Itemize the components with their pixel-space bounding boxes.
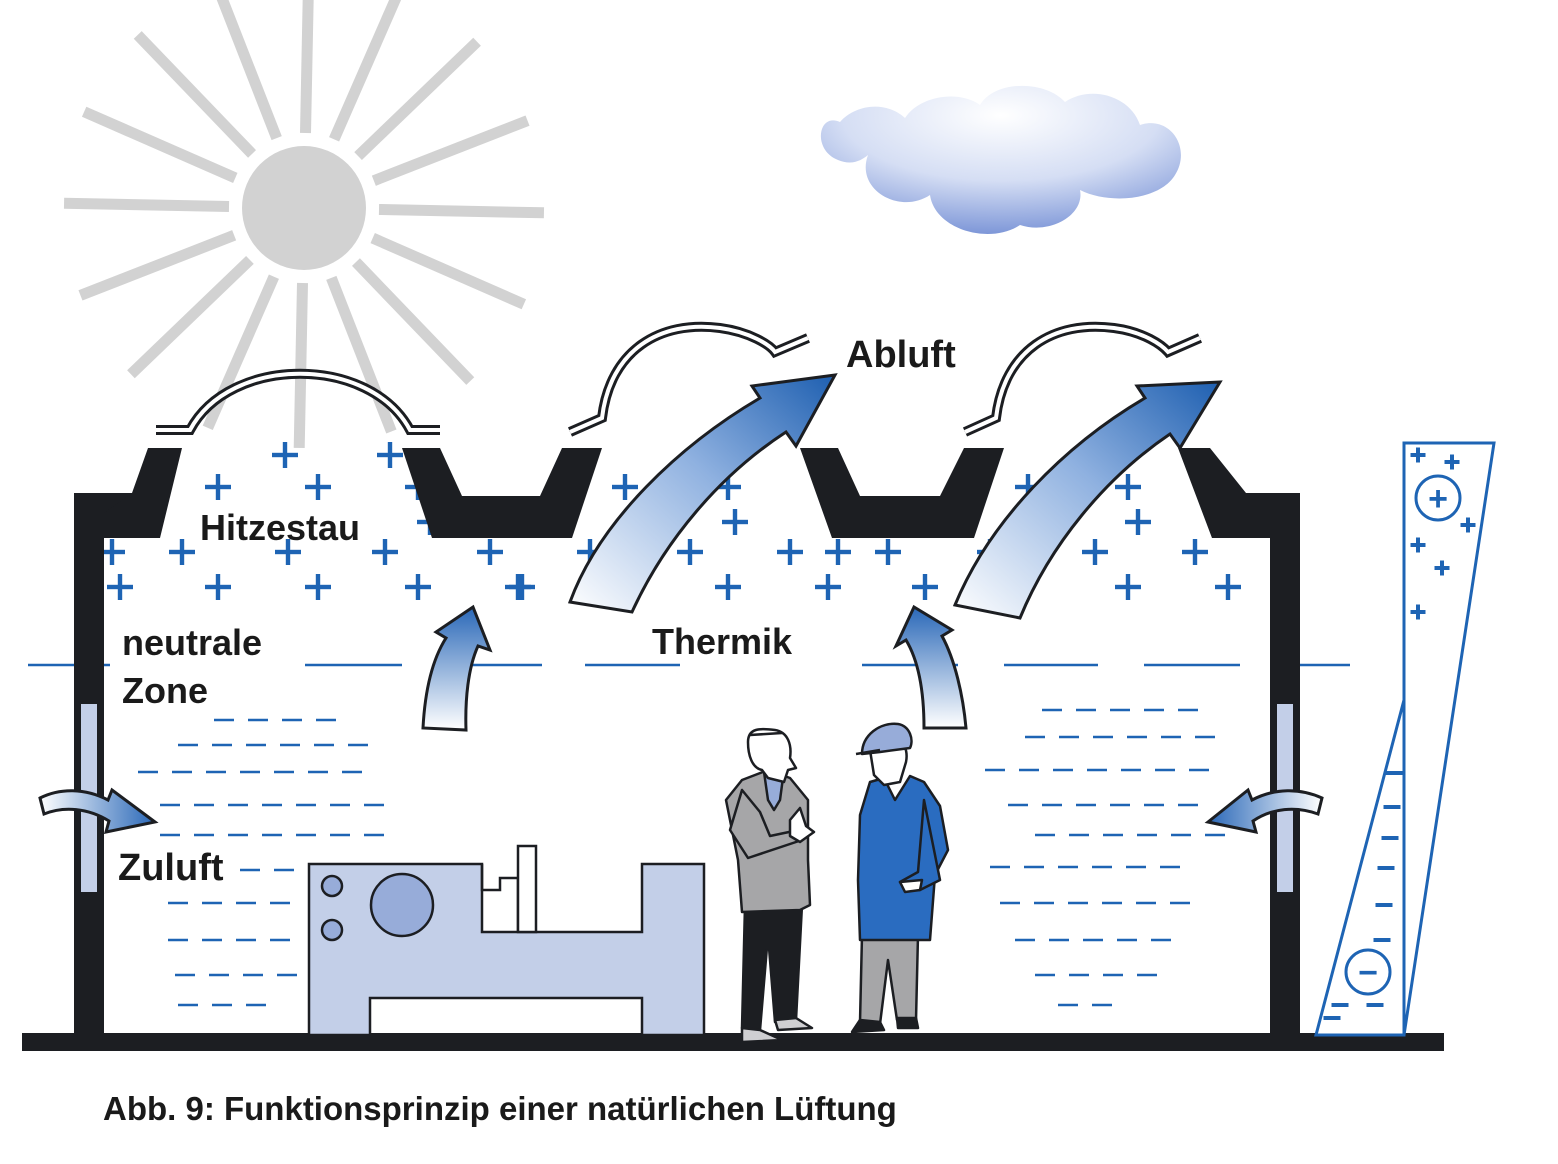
scale-minus <box>1331 1003 1349 1007</box>
plus-symbol: + <box>1428 480 1448 518</box>
minus-circle <box>1344 948 1392 996</box>
sun-ray <box>81 106 238 183</box>
plus-mark <box>305 474 331 500</box>
plus-mark <box>715 574 741 600</box>
plus-mark <box>372 539 398 565</box>
plus-mark <box>107 574 133 600</box>
scale-plus-v <box>1416 604 1420 620</box>
scale-plus-v <box>1440 560 1444 576</box>
scale-minus <box>1381 836 1399 840</box>
scale-plus-v <box>1416 447 1420 463</box>
sun-ray <box>329 0 402 142</box>
plus-mark <box>405 574 431 600</box>
plus-mark <box>677 539 703 565</box>
worker-in-blue-coat <box>850 722 950 1034</box>
label-neutrale: neutrale <box>122 622 262 663</box>
plus-mark <box>205 474 231 500</box>
plus-mark <box>1215 574 1241 600</box>
figure-caption: Abb. 9: Funktionsprinzip einer natürlich… <box>103 1090 897 1127</box>
sun-ray <box>354 37 481 161</box>
negative-pressure-marks <box>138 708 1225 1007</box>
scale-minus <box>1385 771 1403 775</box>
sun-icon <box>63 0 545 449</box>
plus-mark <box>205 574 231 600</box>
plus-mark <box>377 442 403 468</box>
label-hitzestau: Hitzestau <box>200 507 360 548</box>
sun-ray <box>326 275 397 434</box>
minus-symbol: − <box>1358 954 1378 992</box>
label-thermik: Thermik <box>652 621 793 662</box>
plus-mark <box>509 574 535 600</box>
plus-mark <box>1115 474 1141 500</box>
machine <box>307 844 706 1037</box>
scale-plus-v <box>1466 517 1470 533</box>
sun-ray <box>63 197 230 212</box>
person-in-suit <box>724 727 816 1044</box>
scale-minus <box>1377 866 1395 870</box>
sun-ray <box>216 0 282 141</box>
label-abluft: Abluft <box>846 334 956 376</box>
pressure-scale: + − <box>1314 441 1496 1037</box>
plus-mark <box>875 539 901 565</box>
scale-minus <box>1375 903 1393 907</box>
scale-minus <box>1383 805 1401 809</box>
plus-mark <box>1115 574 1141 600</box>
supply-air-arrows <box>38 787 1324 834</box>
cloud-icon <box>820 85 1181 234</box>
plus-mark <box>1182 539 1208 565</box>
label-zuluft: Zuluft <box>118 847 224 889</box>
scale-plus-v <box>1416 537 1420 553</box>
sun-ray <box>133 31 257 158</box>
sun-ray <box>78 230 237 301</box>
label-zone: Zone <box>122 670 208 711</box>
plus-mark <box>1125 509 1151 535</box>
exhaust-arrows <box>567 373 1223 620</box>
sun-ray <box>127 255 254 379</box>
plus-mark <box>477 539 503 565</box>
sun-disc <box>242 146 366 270</box>
plus-mark <box>722 509 748 535</box>
sun-ray <box>293 282 308 449</box>
scale-minus <box>1366 1003 1384 1007</box>
scale-plus-v <box>1450 454 1454 470</box>
roof-vents <box>156 321 1203 437</box>
plus-mark <box>612 474 638 500</box>
plus-circle <box>1414 474 1462 522</box>
plus-mark <box>912 574 938 600</box>
thermal-arrows <box>421 604 968 732</box>
plus-mark <box>815 574 841 600</box>
sun-ray <box>378 204 545 219</box>
plus-mark <box>305 574 331 600</box>
sun-ray <box>300 0 314 134</box>
scale-minus <box>1323 1016 1341 1020</box>
sun-ray <box>202 274 279 431</box>
sun-ray <box>370 233 527 310</box>
plus-mark <box>169 539 195 565</box>
sun-ray <box>371 115 530 186</box>
plus-mark <box>777 539 803 565</box>
sun-ray <box>351 258 475 385</box>
scale-minus <box>1373 938 1391 942</box>
plus-mark <box>825 539 851 565</box>
plus-mark <box>1082 539 1108 565</box>
